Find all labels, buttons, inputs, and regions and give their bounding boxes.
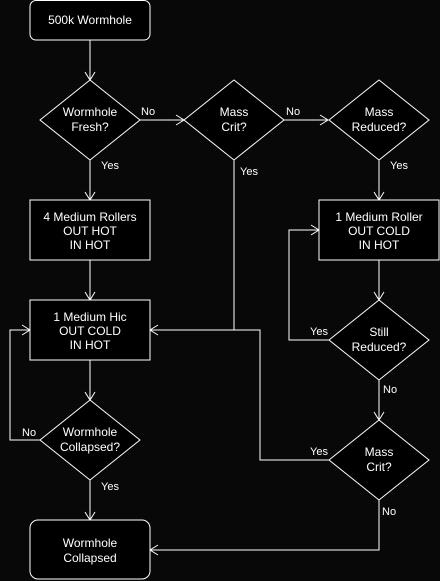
rollers-line-1: 4 Medium Rollers [43,210,136,224]
decision-reduced-line-1: Mass [365,105,394,119]
decision-wormhole-fresh: Wormhole Fresh? [39,79,141,161]
decision-collapsed-line-1: Wormhole [63,425,118,439]
decision-collapsed-line-2: Collapsed? [60,440,120,454]
label-still-yes: Yes [310,326,328,338]
label-crit2-no: No [382,506,396,518]
label-collapsed-no: No [22,427,36,439]
edge-crit2-yes [150,329,329,461]
end-line-1: Wormhole [63,536,118,550]
edge-crit2-no [150,500,380,551]
edge-collapsed-no [9,329,40,441]
process-four-rollers: 4 Medium Rollers OUT HOT IN HOT [29,199,151,261]
hic-line-2: OUT COLD [59,324,121,338]
hic-line-1: 1 Medium Hic [53,310,126,324]
roller-line-3: IN HOT [359,238,400,252]
decision-wormhole-collapsed: Wormhole Collapsed? [39,399,141,481]
edge-labels: No No Yes Yes Yes Yes No No Yes Yes No [22,106,408,518]
edge-crit1-yes [150,160,235,331]
label-still-no: No [383,384,397,396]
hic-line-3: IN HOT [70,338,111,352]
node-start: 500k Wormhole [29,0,151,41]
end-line-2: Collapsed [63,551,116,565]
decision-still-line-1: Still [369,325,388,339]
rollers-line-2: OUT HOT [63,224,117,238]
decision-crit2-line-2: Crit? [366,460,392,474]
roller-line-2: OUT COLD [348,224,410,238]
label-crit1-yes: Yes [240,166,258,178]
edges [9,40,385,556]
decision-crit2-line-1: Mass [365,445,394,459]
label-reduced-yes: Yes [390,160,408,172]
decision-fresh-line-1: Wormhole [63,105,118,119]
edge-still-yes [288,229,329,341]
roller-line-1: 1 Medium Roller [335,210,422,224]
decision-mass-reduced: Mass Reduced? [328,79,430,161]
label-crit2-yes: Yes [310,446,328,458]
label-collapsed-yes: Yes [101,481,119,493]
node-end: Wormhole Collapsed [29,519,151,580]
node-start-label: 500k Wormhole [48,13,132,27]
arrowhead [319,114,329,126]
label-crit1-no: No [286,106,300,118]
label-fresh-no: No [141,106,155,118]
decision-still-reduced: Still Reduced? [328,299,430,381]
rollers-line-3: IN HOT [70,238,111,252]
process-one-hic: 1 Medium Hic OUT COLD IN HOT [29,299,151,361]
decision-reduced-line-2: Reduced? [352,120,407,134]
label-fresh-yes: Yes [101,160,119,172]
decision-still-line-2: Reduced? [352,340,407,354]
decision-mass-crit-2: Mass Crit? [328,419,430,501]
decision-crit1-line-2: Crit? [221,120,247,134]
process-one-roller: 1 Medium Roller OUT COLD IN HOT [318,199,440,261]
decision-fresh-line-2: Fresh? [71,120,109,134]
decision-mass-crit-1: Mass Crit? [183,79,285,161]
decision-crit1-line-1: Mass [220,105,249,119]
